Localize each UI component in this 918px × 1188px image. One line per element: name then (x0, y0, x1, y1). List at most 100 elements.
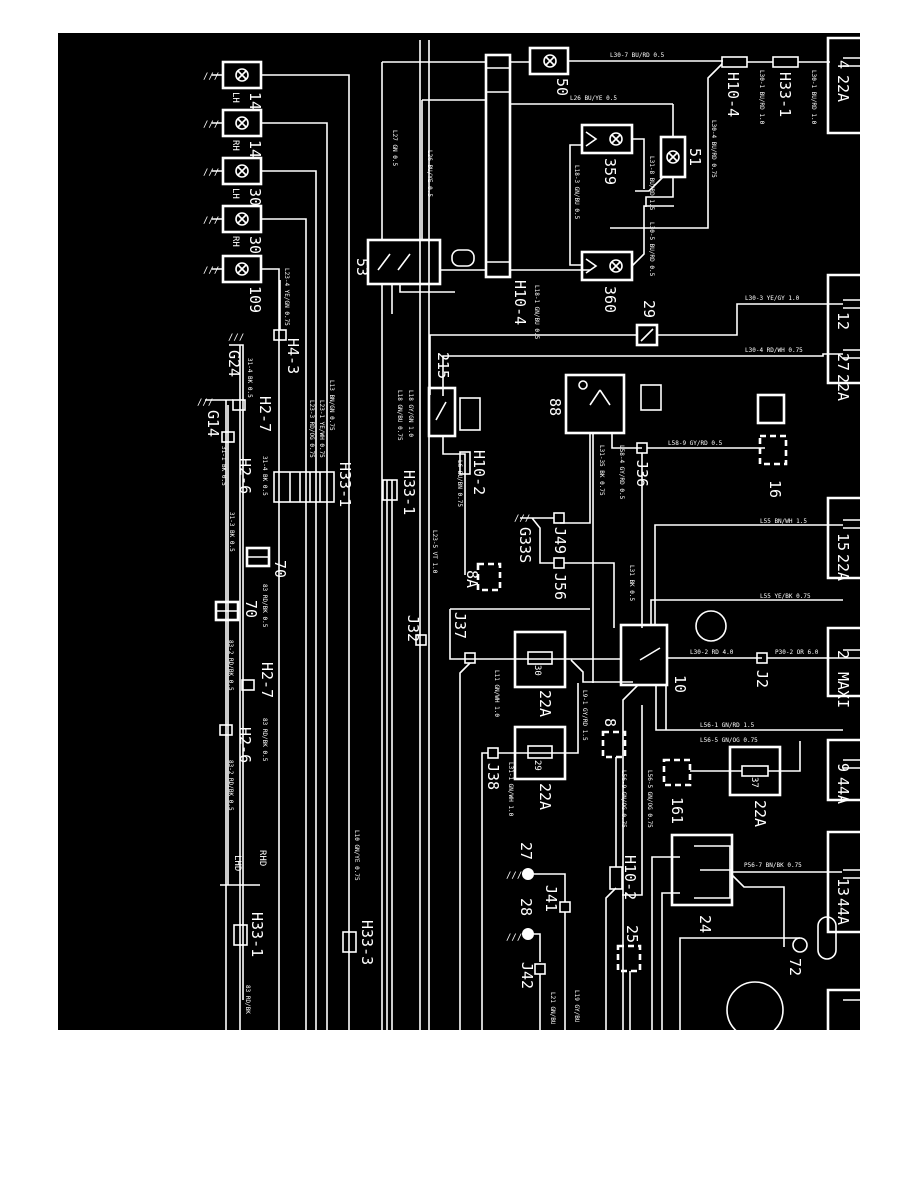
label-j38: J38 (484, 763, 502, 790)
wire (212, 214, 307, 1030)
connector-h33-1-block: H33-1 (273, 462, 354, 507)
diagram-shape (513, 630, 567, 689)
label-h4-3: H4-3 (284, 338, 302, 374)
fuse-22a-30: J32 L23-5 VT 1.0 J37 30 22A L11 GN/WH 1.… (382, 40, 633, 1030)
label-h2-7: H2-7 (258, 662, 276, 698)
ground-icon: /// (506, 933, 522, 943)
ground-icon: /// (203, 120, 219, 130)
diagram-shape (580, 123, 634, 155)
pin-15: 15 (834, 533, 852, 551)
ground-icon: /// (203, 72, 219, 82)
wire (690, 741, 801, 772)
wire (622, 599, 843, 1030)
label-h10-4: H10-4 (724, 72, 742, 117)
diagram-shape (758, 434, 788, 466)
ground-icon: /// (514, 514, 530, 524)
label-j41: J41 (542, 885, 560, 912)
label-161: 161 (668, 797, 686, 824)
wire (585, 205, 674, 274)
diagram-shape (476, 562, 502, 592)
label-j32: J32 (404, 615, 422, 642)
diagram-shape (741, 765, 769, 777)
label-h33-3: H33-3 (358, 920, 376, 965)
wire-label: L30-1 BU/RD 1.0 (810, 70, 817, 125)
wire-label: L27 GN 0.5 (391, 130, 398, 167)
wire-label: 83 RD/BK 0.5 (261, 584, 268, 628)
diagram-shape (559, 901, 571, 913)
label-22a: 22A (536, 690, 554, 717)
diagram-shape (666, 150, 680, 164)
label-j42: J42 (518, 962, 536, 989)
label-29: 29 (640, 300, 658, 318)
label-27: 27 (517, 842, 535, 860)
wire-label: 83-2 RD/BK 0.5 (227, 640, 234, 691)
label-h10-4: H10-4 (511, 280, 529, 325)
ground-icon: /// (197, 398, 213, 408)
label-70: 70 (242, 600, 260, 618)
label-h33-1: H33-1 (400, 470, 418, 515)
ground-icon: /// (203, 216, 219, 226)
wire (641, 447, 765, 628)
component-88: 88 L31-35 BK 0.75 L58-4 GY/RD 0.5 (546, 373, 662, 683)
label-8: 8 (601, 718, 619, 727)
label-22a: 22A (834, 75, 852, 102)
wire-label: L56-5 GN/OG 0.75 (646, 770, 653, 828)
diagram-shape (427, 386, 457, 438)
rotary-knob-icon (695, 610, 727, 642)
wire-label: L31 BK 0.5 (628, 565, 635, 602)
label-215: 215 (434, 352, 452, 379)
wire-label: L23-1 YE/WH 0.75 (318, 400, 325, 458)
wire (534, 933, 541, 1030)
wire (382, 61, 486, 101)
wire (212, 264, 280, 1030)
wire-label: L6 BU/BN 0.75 (456, 460, 463, 507)
diagram-shape (609, 132, 623, 146)
wire-label: L30-4 RD/WH 0.75 (745, 347, 803, 354)
label-360: 360 (601, 286, 619, 313)
diagram-shape (235, 164, 249, 178)
label-14: 14 (246, 140, 264, 158)
wire-label: 31-3 BK 0.5 (228, 512, 235, 552)
lamp-symbol-icon (451, 249, 475, 267)
diagram-shape (578, 380, 588, 390)
diagram-shape (235, 116, 249, 130)
wire-label: L56-1 GN/RD 1.5 (700, 722, 755, 729)
lamp-109: 109 (212, 254, 280, 1030)
wire (679, 937, 800, 1030)
wire-label: 31-4 BK 0.5 (246, 358, 253, 398)
wire-label: L55 BN/WH 1.5 (760, 518, 807, 525)
wire-label: 83 RD/BK 0.5 (261, 718, 268, 762)
wire (429, 303, 843, 395)
label-j37: J37 (451, 612, 469, 639)
diagram-shape (233, 924, 248, 946)
diagram-shape (219, 724, 233, 736)
label-rhd: RHD (257, 850, 267, 866)
diagram-shape (487, 747, 499, 759)
wire-label: 31-4 BK 0.5 (261, 456, 268, 496)
wire-label: L26 BU/YE 0.5 (570, 95, 617, 102)
diagram-shape (221, 431, 235, 443)
label-359: 359 (601, 158, 619, 185)
label-72: 72 (786, 958, 804, 976)
wire (610, 61, 830, 229)
wire-label: L30-1 BU/RD 1.0 (758, 70, 765, 125)
label-j49: J49 (551, 527, 569, 554)
label-rh: RH (230, 236, 240, 247)
wire-label: L55 YE/BK 0.75 (760, 593, 811, 600)
wire-label: L23-3 RD/OG 0.75 (308, 400, 315, 458)
wire-label: L30-2 RD 4.0 (690, 649, 734, 656)
diagram-shape (534, 963, 546, 975)
wire (442, 353, 843, 396)
left-ground-wiring: /// G24 /// G14 H4-3 H2-7 H2-6 70 70 H2-… (197, 268, 376, 1030)
wire-label: L23-5 VT 1.0 (431, 530, 438, 574)
light-switch-10: 10 J2 L30-2 RD 4.0 P30-2 OR 6.0 L55 YE/B… (619, 518, 843, 1030)
diagram-shape (609, 259, 623, 273)
wire-label: L30-3 YE/GY 1.0 (745, 295, 800, 302)
wire-label: L18 GY/GN 1.0 (407, 390, 414, 437)
wire (843, 57, 860, 1001)
diagram-shape (273, 329, 287, 341)
label-j2: J2 (753, 670, 771, 688)
lamp-28-icon (522, 928, 534, 940)
fuse-22a-29: 29 22A J38 L31-1 GN/WH 1.0 (481, 683, 579, 1030)
diagram-shape (366, 238, 442, 286)
